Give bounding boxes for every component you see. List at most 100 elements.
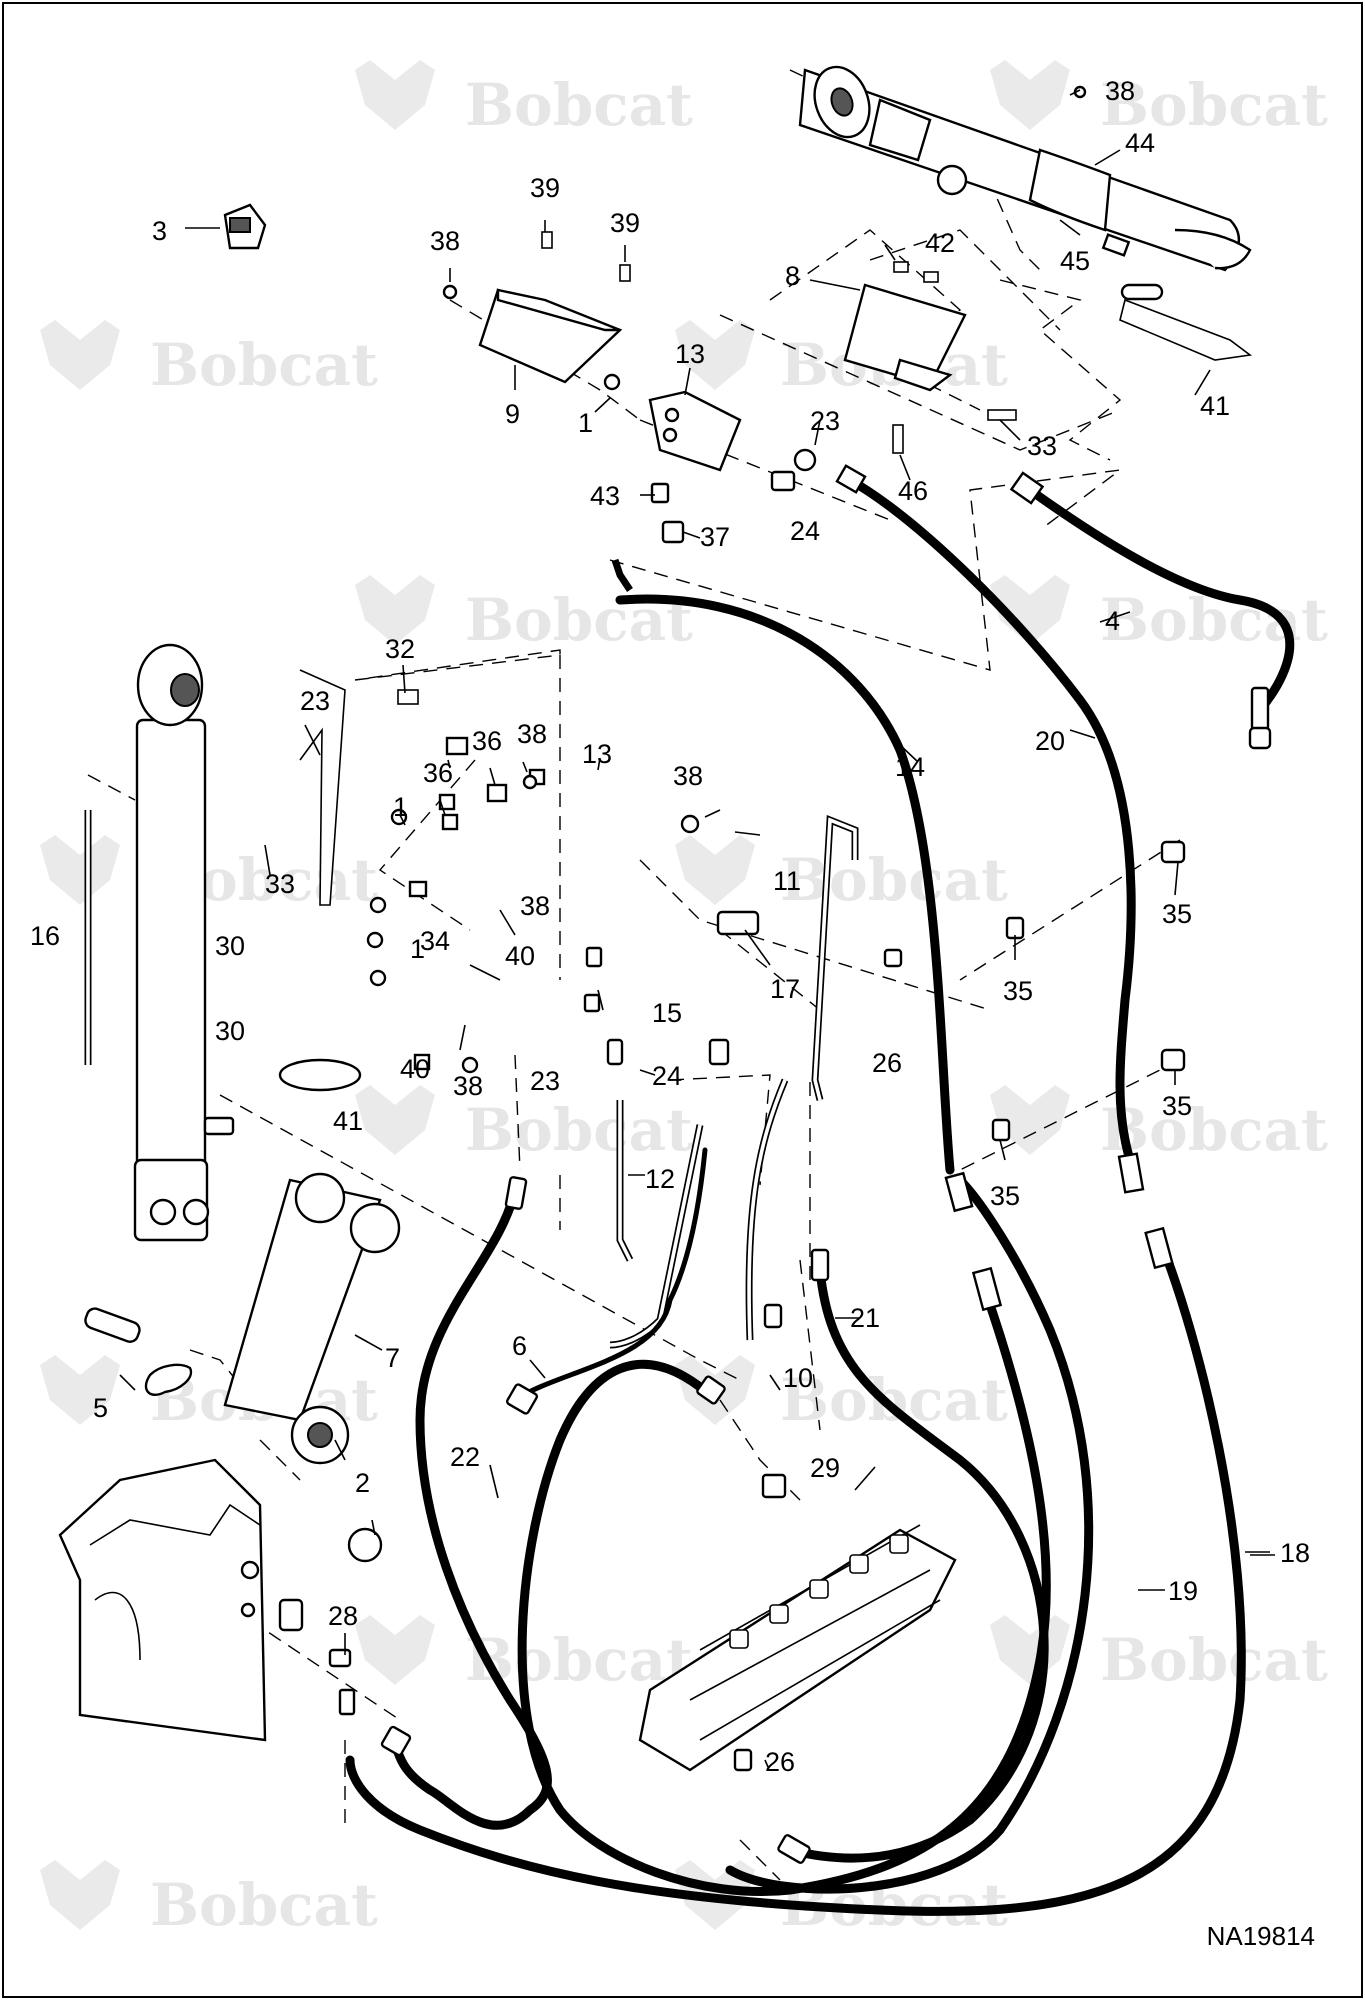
callout-8: 8 [785, 261, 800, 291]
watermark-text: Bobcat [150, 331, 378, 399]
watermark-text: Bobcat [465, 1096, 693, 1164]
watermark: Bobcat [355, 1085, 693, 1164]
callout-36: 38 [517, 719, 547, 749]
bobcat-logo-icon [355, 60, 435, 130]
bobcat-logo-icon [40, 320, 120, 390]
callout-38: 39 [610, 208, 640, 238]
callout-24: 23 [530, 1066, 560, 1096]
watermark: Bobcat [990, 60, 1328, 139]
watermark: Bobcat [355, 575, 693, 654]
leader-lines [119, 89, 1275, 1768]
clamps [84, 669, 383, 1563]
callout-28: 28 [328, 1601, 358, 1631]
callout-24: 23 [810, 406, 840, 436]
callout-6: 6 [512, 1331, 527, 1361]
callout-36: 38 [453, 1071, 483, 1101]
callout-46: 46 [898, 476, 928, 506]
callout-19: 19 [1168, 1576, 1198, 1606]
bobcat-logo-icon [40, 835, 120, 905]
callout-34: 35 [990, 1181, 1020, 1211]
bobcat-logo-icon [675, 835, 755, 905]
watermark: Bobcat [675, 320, 1008, 399]
callout-29: 29 [810, 1453, 840, 1483]
callout-5: 5 [93, 1393, 108, 1423]
callout-17: 17 [770, 974, 800, 1004]
loader-frame [58, 1458, 304, 1742]
callout-39: 40 [400, 1054, 430, 1084]
bobcat-logo-icon [990, 60, 1070, 130]
callout-12: 12 [645, 1164, 675, 1194]
callout-35: 36 [472, 726, 502, 756]
bracket-8 [843, 283, 967, 392]
watermark: Bobcat [355, 60, 693, 139]
callout-7: 7 [385, 1343, 400, 1373]
drawing-number: NA19814 [1206, 1921, 1315, 1951]
watermark: Bobcat [675, 1355, 1008, 1434]
callout-11: 11 [773, 866, 801, 896]
watermark-text: Bobcat [1100, 71, 1328, 139]
callout-31: 32 [385, 634, 415, 664]
callout-33: 34 [420, 926, 450, 956]
harness-6 [506, 1147, 708, 1415]
bobcat-logo-icon [675, 320, 755, 390]
watermark: Bobcat [40, 1860, 378, 1939]
control-valve [638, 1524, 957, 1772]
callout-16: 16 [30, 921, 60, 951]
watermark-text: Bobcat [1100, 1626, 1328, 1694]
callout-1: 1 [410, 934, 425, 964]
callout-25: 24 [790, 516, 820, 546]
watermark-text: Bobcat [1100, 1096, 1328, 1164]
plate-9 [478, 288, 623, 391]
lift-cylinder [133, 643, 235, 1242]
watermark: Bobcat [40, 320, 378, 399]
callout-41: 41 [1200, 391, 1230, 421]
callout-15: 15 [652, 998, 682, 1028]
callout-9: 9 [505, 399, 520, 429]
callout-43: 43 [590, 481, 620, 511]
bobcat-logo-icon [990, 1615, 1070, 1685]
watermark: Bobcat [990, 1615, 1328, 1694]
callout-22: 22 [450, 1442, 480, 1472]
callout-35: 36 [423, 758, 453, 788]
bobcat-logo-icon [355, 575, 435, 645]
callout-13: 13 [582, 739, 612, 769]
cylinder-44 [798, 65, 1252, 272]
watermark-layer: Bobcat Bobcat Bobcat Bobcat Bobcat Bobca… [40, 60, 1328, 1939]
callout-1: 1 [578, 408, 593, 438]
callout-20: 20 [1035, 726, 1065, 756]
callout-13: 13 [675, 339, 705, 369]
hose-14 [615, 594, 955, 1175]
callout-32: 33 [265, 869, 295, 899]
callout-3: 3 [152, 216, 167, 246]
callout-30: 30 [215, 1016, 245, 1046]
hose-4 [1025, 485, 1295, 720]
callout-38: 39 [530, 173, 560, 203]
callout-25: 24 [652, 1061, 682, 1091]
bobcat-logo-icon [40, 1355, 120, 1425]
bobcat-logo-icon [990, 575, 1070, 645]
callout-18: 18 [1280, 1538, 1310, 1568]
callout-36: 38 [1105, 76, 1135, 106]
callout-44: 44 [1125, 128, 1155, 158]
callout-36: 38 [520, 891, 550, 921]
hoses [345, 475, 1295, 1916]
callout-36: 38 [430, 226, 460, 256]
callout-40: 41 [333, 1106, 363, 1136]
callout-26: 26 [765, 1747, 795, 1777]
callout-34: 35 [1162, 1091, 1192, 1121]
link-7 [223, 1172, 401, 1465]
watermark: Bobcat [675, 835, 1008, 914]
callout-23: 23 [300, 686, 330, 716]
callout-21: 21 [850, 1303, 880, 1333]
watermark-text: Bobcat [465, 71, 693, 139]
callout-26: 26 [872, 1048, 902, 1078]
hose-18 [345, 1235, 1246, 1916]
callout-37: 37 [700, 522, 730, 552]
callout-2: 2 [355, 1468, 370, 1498]
bobcat-logo-icon [355, 1615, 435, 1685]
hose-21 [785, 1265, 1049, 1863]
callout-39: 40 [505, 941, 535, 971]
watermark-text: Bobcat [780, 1366, 1008, 1434]
